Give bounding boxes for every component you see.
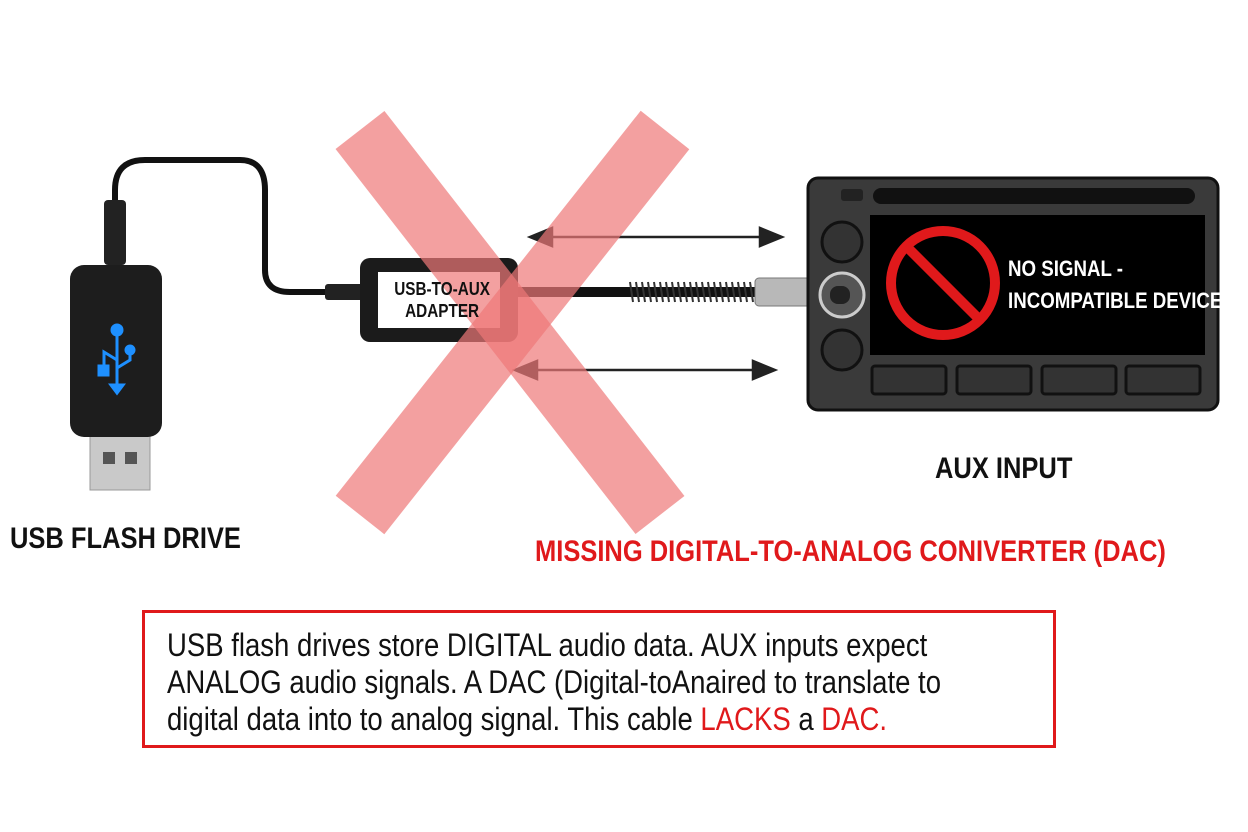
red-cross-icon <box>335 110 690 535</box>
dac-emphasis: DAC. <box>821 701 888 737</box>
line3-mid: a <box>790 701 822 737</box>
explanation-line3: digital data into to analog signal. This… <box>167 701 941 738</box>
cable-strain-relief <box>104 200 126 265</box>
lacks-emphasis: LACKS <box>700 701 791 737</box>
line3-start: digital data into to analog signal. This… <box>167 701 701 737</box>
usb-symbol-icon <box>97 323 136 396</box>
usb-cable <box>112 157 362 295</box>
aux-input-label: AUX INPUT <box>935 452 1073 485</box>
usb-flash-drive <box>70 265 162 491</box>
screen-message: NO SIGNAL - INCOMPATIBLE DEVICE <box>1008 253 1222 317</box>
screen-line2: INCOMPATIBLE DEVICE <box>1008 288 1223 313</box>
adapter-label-line2: ADAPTER <box>405 301 480 321</box>
explanation-text: USB flash drives store DIGITAL audio dat… <box>167 627 941 738</box>
explanation-line2: ANALOG audio signals. A DAC (Digital-toA… <box>167 664 941 700</box>
explanation-box: USB flash drives store DIGITAL audio dat… <box>142 610 1056 748</box>
car-radio <box>806 176 1220 412</box>
usb-drive-label: USB FLASH DRIVE <box>10 522 241 555</box>
adapter-label-line1: USB-TO-AUX <box>394 279 491 299</box>
missing-dac-label: MISSING DIGITAL-TO-ANALOG CONIVERTER (DA… <box>535 535 1166 568</box>
explanation-line1: USB flash drives store DIGITAL audio dat… <box>167 627 928 663</box>
screen-line1: NO SIGNAL - <box>1008 256 1123 281</box>
prohibited-icon <box>886 226 1000 340</box>
